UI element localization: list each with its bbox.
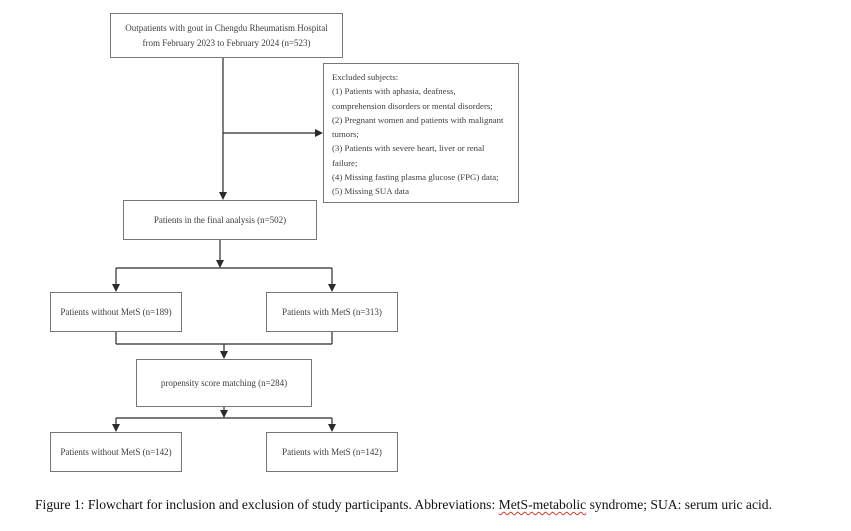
excluded-line: tumors; — [332, 129, 359, 140]
excluded-line: (4) Missing fasting plasma glucose (FPG)… — [332, 172, 499, 183]
box-patients-without-mets-matched: Patients without MetS (n=142) — [50, 432, 182, 472]
figure-caption: Figure 1: Flowchart for inclusion and ex… — [35, 495, 845, 515]
excluded-line: (3) Patients with severe heart, liver or… — [332, 143, 485, 154]
box-outpatients: Outpatients with gout in Chengdu Rheumat… — [110, 13, 343, 58]
excluded-line: comprehension disorders or mental disord… — [332, 100, 493, 111]
box-propensity-score-matching-label: propensity score matching (n=284) — [160, 377, 288, 388]
box-outpatients-line1: Outpatients with gout in Chengdu Rheumat… — [125, 22, 328, 33]
box-patients-without-mets: Patients without MetS (n=189) — [50, 292, 182, 332]
caption-suffix: syndrome; SUA: serum uric acid. — [586, 497, 772, 512]
caption-spellcheck-term: MetS-metabolic — [498, 497, 587, 512]
box-outpatients-line2: from February 2023 to February 2024 (n=5… — [142, 37, 311, 48]
box-final-analysis: Patients in the final analysis (n=502) — [123, 200, 317, 240]
excluded-line: (2) Pregnant women and patients with mal… — [332, 114, 504, 125]
box-propensity-score-matching: propensity score matching (n=284) — [136, 359, 312, 407]
box-patients-with-mets-matched-label: Patients with MetS (n=142) — [282, 446, 382, 457]
box-patients-with-mets-label: Patients with MetS (n=313) — [282, 306, 382, 317]
box-patients-without-mets-label: Patients without MetS (n=189) — [60, 306, 172, 317]
box-patients-without-mets-matched-label: Patients without MetS (n=142) — [60, 446, 172, 457]
box-patients-with-mets-matched: Patients with MetS (n=142) — [266, 432, 398, 472]
box-patients-with-mets: Patients with MetS (n=313) — [266, 292, 398, 332]
box-excluded-subjects: Excluded subjects: (1) Patients with aph… — [323, 63, 519, 203]
excluded-line: failure; — [332, 157, 358, 168]
excluded-line: Excluded subjects: — [332, 72, 399, 82]
excluded-line: (1) Patients with aphasia, deafness, — [332, 86, 456, 97]
caption-prefix: Figure 1: Flowchart for inclusion and ex… — [35, 497, 499, 512]
box-final-analysis-label: Patients in the final analysis (n=502) — [153, 214, 287, 225]
excluded-line: (5) Missing SUA data — [332, 186, 409, 197]
